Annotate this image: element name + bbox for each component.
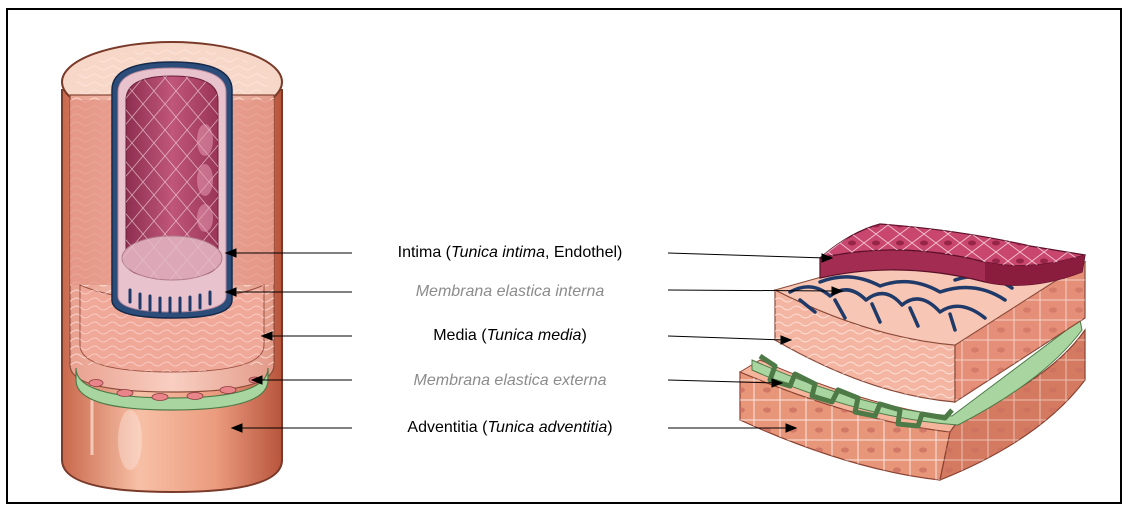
layer-stack bbox=[740, 224, 1085, 480]
label-media: Media (Tunica media) bbox=[433, 326, 587, 346]
label-membrana-elastica-interna: Membrana elastica interna bbox=[416, 282, 605, 302]
label-intima: Intima (Tunica intima, Endothel) bbox=[398, 243, 623, 263]
label-adventitia: Adventitia (Tunica adventitia) bbox=[407, 418, 612, 438]
label-membrana-elastica-externa: Membrana elastica externa bbox=[414, 371, 607, 391]
vessel-cylinder bbox=[62, 42, 282, 492]
